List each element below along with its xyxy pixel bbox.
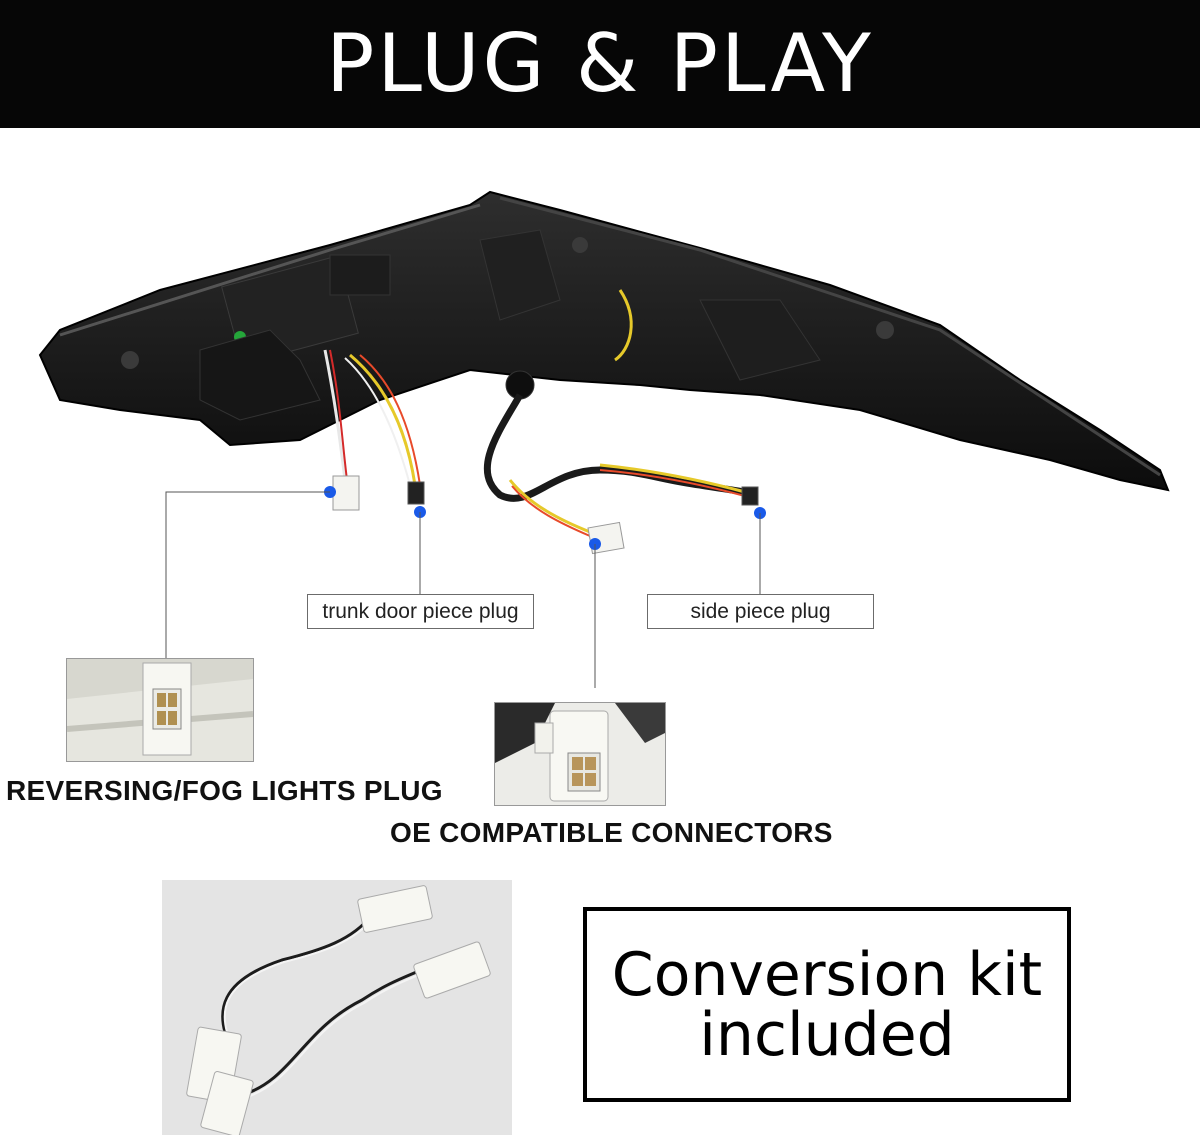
kit-connector xyxy=(413,941,491,999)
conversion-kit-photo xyxy=(162,880,512,1135)
reversing-plug-connector xyxy=(332,475,360,511)
oe-compatible-caption: OE COMPATIBLE CONNECTORS xyxy=(390,817,833,848)
leader-line xyxy=(165,491,330,660)
conversion-kit-text: Conversion kit included xyxy=(612,945,1042,1065)
trunk-door-plug-text: trunk door piece plug xyxy=(322,600,519,623)
trunk-door-plug-label: trunk door piece plug xyxy=(307,594,534,629)
trunk-door-plug-connector xyxy=(407,481,425,505)
reversing-plug-photo xyxy=(66,658,254,762)
side-piece-plug-label: side piece plug xyxy=(647,594,874,629)
header-banner: PLUG & PLAY xyxy=(0,0,1200,128)
kit-connector xyxy=(357,885,433,933)
tail-light-housing xyxy=(38,190,1170,492)
side-plug-connector xyxy=(741,486,759,506)
oe-connector-photo xyxy=(494,702,666,806)
conversion-kit-box: Conversion kit included xyxy=(583,907,1071,1102)
page-title: PLUG & PLAY xyxy=(326,17,874,110)
conversion-kit-line1: Conversion kit xyxy=(611,939,1043,1010)
tail-light-illustration xyxy=(38,190,1170,688)
conversion-kit-line2: included xyxy=(699,999,955,1070)
reversing-fog-caption: REVERSING/FOG LIGHTS PLUG xyxy=(6,775,443,806)
side-piece-plug-text: side piece plug xyxy=(690,600,831,623)
kit-connector xyxy=(200,1070,254,1135)
